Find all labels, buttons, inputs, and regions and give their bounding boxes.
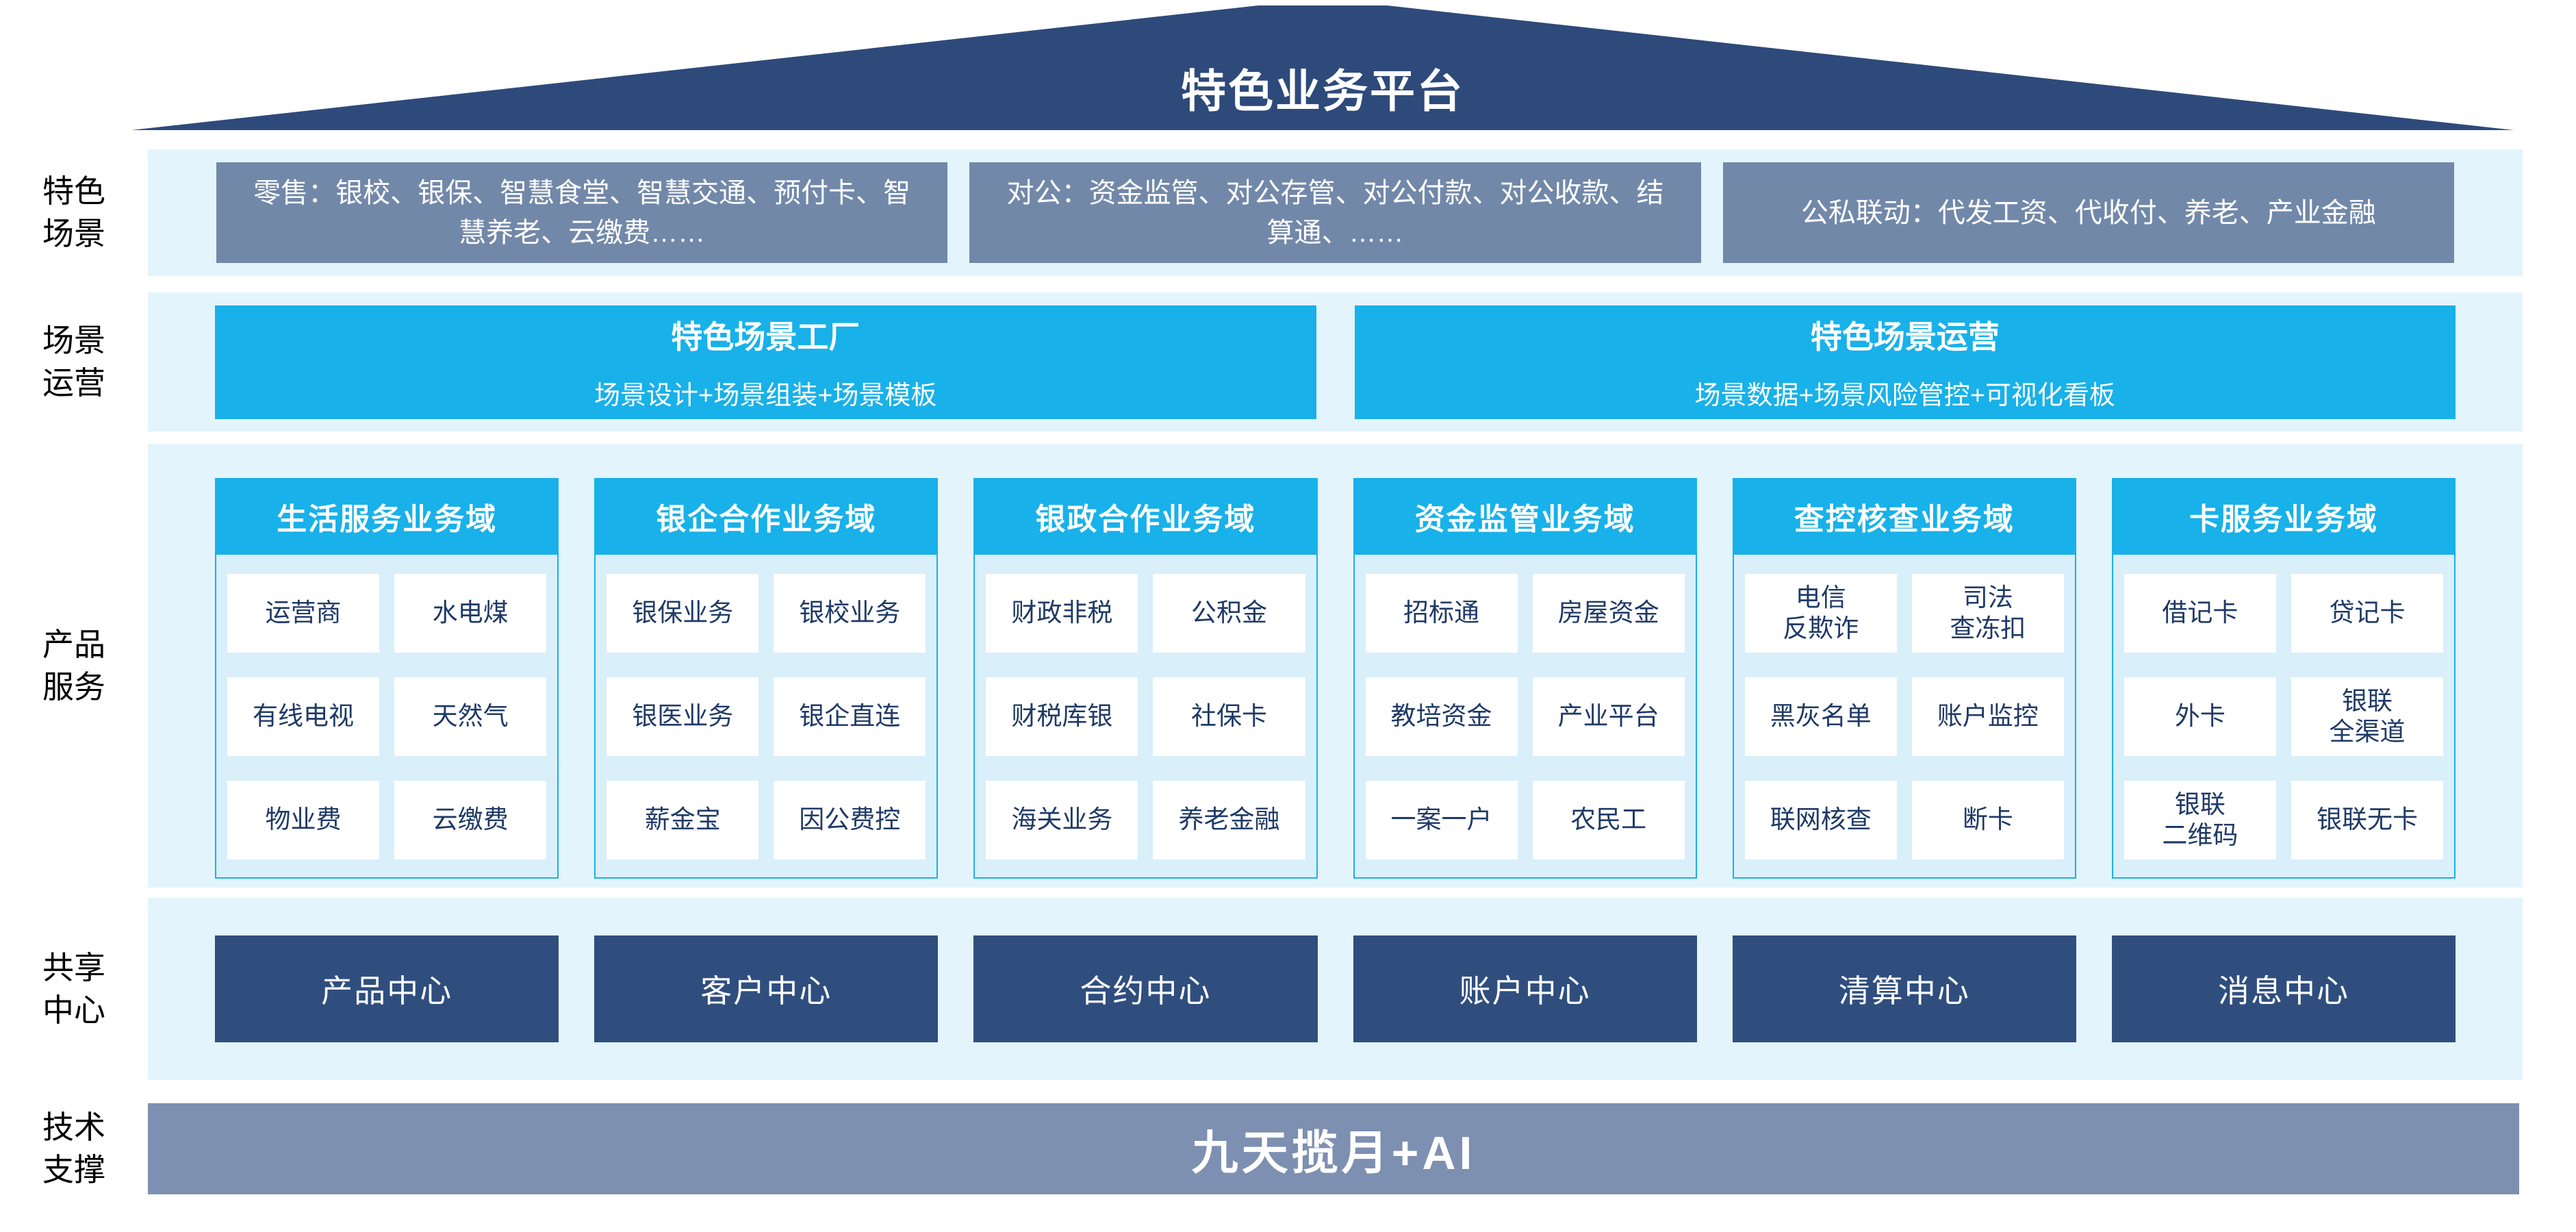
domain-item: 银联 全渠道: [2291, 677, 2444, 756]
domain-item: 有线电视: [227, 677, 380, 756]
domain-item: 公积金: [1153, 574, 1305, 653]
domain-fund-supervision: 资金监管业务域 招标通 房屋资金 教培资金 产业平台 一案一户 农民工: [1353, 478, 1697, 879]
shared-centers-row: 产品中心 客户中心 合约中心 账户中心 清算中心 消息中心: [148, 898, 2523, 1080]
tech-support-bar: 九天揽月+AI: [148, 1103, 2519, 1194]
domain-item: 财税库银: [986, 677, 1138, 756]
operation-box-operation: 特色场景运营 场景数据+场景风险管控+可视化看板: [1354, 305, 2456, 419]
domain-item: 水电煤: [394, 574, 547, 653]
domain-item: 司法 查冻扣: [1911, 574, 2064, 653]
domain-item: 农民工: [1532, 781, 1685, 859]
domain-item: 物业费: [227, 781, 380, 859]
domain-item: 断卡: [1911, 781, 2064, 859]
domain-item: 云缴费: [394, 781, 547, 859]
domain-item: 银保业务: [607, 574, 759, 653]
domain-item: 因公费控: [774, 781, 926, 859]
domain-life-services: 生活服务业务域 运营商 水电煤 有线电视 天然气 物业费 云缴费: [215, 478, 559, 879]
operation-title: 特色场景工厂: [671, 319, 860, 355]
domain-item: 银联 二维码: [2124, 781, 2276, 859]
domain-item: 电信 反欺诈: [1744, 574, 1897, 653]
domain-body: 借记卡 贷记卡 外卡 银联 全渠道 银联 二维码 银联无卡: [2113, 555, 2454, 879]
side-label-shared: 共享 中心: [42, 949, 105, 1028]
side-label-scenarios: 特色 场景: [42, 173, 105, 251]
domain-item: 账户监控: [1911, 677, 2064, 756]
products-row: 生活服务业务域 运营商 水电煤 有线电视 天然气 物业费 云缴费 银企合作业务域…: [148, 444, 2523, 888]
domain-body: 银保业务 银校业务 银医业务 银企直连 薪金宝 因公费控: [596, 555, 936, 879]
center-product: 产品中心: [215, 935, 559, 1042]
domain-title: 生活服务业务域: [215, 478, 559, 555]
domain-item: 社保卡: [1153, 677, 1305, 756]
domain-body: 电信 反欺诈 司法 查冻扣 黑灰名单 账户监控 联网核查 断卡: [1734, 555, 2075, 879]
domain-item: 养老金融: [1153, 781, 1305, 859]
platform-title: 特色业务平台: [1181, 66, 1464, 116]
operation-box-factory: 特色场景工厂 场景设计+场景组装+场景模板: [215, 305, 1316, 419]
domain-body: 招标通 房屋资金 教培资金 产业平台 一案一户 农民工: [1355, 555, 1696, 879]
operation-subtitle: 场景数据+场景风险管控+可视化看板: [1694, 381, 2115, 410]
domain-item: 海关业务: [986, 781, 1138, 859]
domain-card-services: 卡服务业务域 借记卡 贷记卡 外卡 银联 全渠道 银联 二维码 银联无卡: [2111, 478, 2456, 879]
domain-body: 运营商 水电煤 有线电视 天然气 物业费 云缴费: [216, 555, 557, 879]
domain-item: 招标通: [1365, 574, 1518, 653]
side-label-tech: 技术 支撑: [42, 1109, 105, 1187]
center-clearing: 清算中心: [1732, 935, 2076, 1042]
operations-row: 特色场景工厂 场景设计+场景组装+场景模板 特色场景运营 场景数据+场景风险管控…: [148, 292, 2523, 431]
domain-item: 银校业务: [774, 574, 926, 653]
scenarios-row: 零售：银校、银保、智慧食堂、智慧交通、预付卡、智慧养老、云缴费…… 对公：资金监…: [148, 149, 2523, 276]
domain-title: 资金监管业务域: [1353, 478, 1697, 555]
domain-item: 财政非税: [986, 574, 1138, 653]
platform-roof: 特色业务平台: [131, 5, 2514, 130]
domain-inspection-verification: 查控核查业务域 电信 反欺诈 司法 查冻扣 黑灰名单 账户监控 联网核查 断卡: [1732, 478, 2076, 879]
scenario-box-retail: 零售：银校、银保、智慧食堂、智慧交通、预付卡、智慧养老、云缴费……: [216, 162, 948, 263]
domain-title: 银政合作业务域: [973, 478, 1318, 555]
domain-item: 借记卡: [2124, 574, 2276, 653]
operation-title: 特色场景运营: [1810, 319, 2000, 355]
domain-item: 天然气: [394, 677, 547, 756]
domain-item: 贷记卡: [2291, 574, 2444, 653]
domain-item: 薪金宝: [607, 781, 759, 859]
center-customer: 客户中心: [594, 935, 939, 1042]
domain-item: 黑灰名单: [1744, 677, 1897, 756]
domain-item: 联网核查: [1744, 781, 1897, 859]
side-label-operations: 场景 运营: [42, 322, 105, 401]
domain-item: 教培资金: [1365, 677, 1518, 756]
domain-item: 产业平台: [1532, 677, 1685, 756]
domain-item: 外卡: [2124, 677, 2276, 756]
center-contract: 合约中心: [973, 935, 1318, 1042]
domain-item: 银医业务: [607, 677, 759, 756]
domain-item: 房屋资金: [1532, 574, 1685, 653]
domain-item: 银企直连: [774, 677, 926, 756]
center-message: 消息中心: [2111, 935, 2456, 1042]
scenario-box-linkage: 公私联动：代发工资、代收付、养老、产业金融: [1722, 162, 2454, 263]
domain-title: 查控核查业务域: [1732, 478, 2076, 555]
domain-bank-government: 银政合作业务域 财政非税 公积金 财税库银 社保卡 海关业务 养老金融: [973, 478, 1318, 879]
center-account: 账户中心: [1353, 935, 1697, 1042]
domain-bank-enterprise: 银企合作业务域 银保业务 银校业务 银医业务 银企直连 薪金宝 因公费控: [594, 478, 939, 879]
domain-body: 财政非税 公积金 财税库银 社保卡 海关业务 养老金融: [975, 555, 1316, 879]
domain-title: 卡服务业务域: [2111, 478, 2456, 555]
domain-item: 一案一户: [1365, 781, 1518, 859]
scenario-box-corporate: 对公：资金监管、对公存管、对公付款、对公收款、结算通、……: [969, 162, 1701, 263]
domain-item: 运营商: [227, 574, 380, 653]
domain-item: 银联无卡: [2291, 781, 2444, 859]
domain-title: 银企合作业务域: [594, 478, 939, 555]
operation-subtitle: 场景设计+场景组装+场景模板: [594, 381, 937, 410]
side-label-products: 产品 服务: [42, 626, 105, 705]
